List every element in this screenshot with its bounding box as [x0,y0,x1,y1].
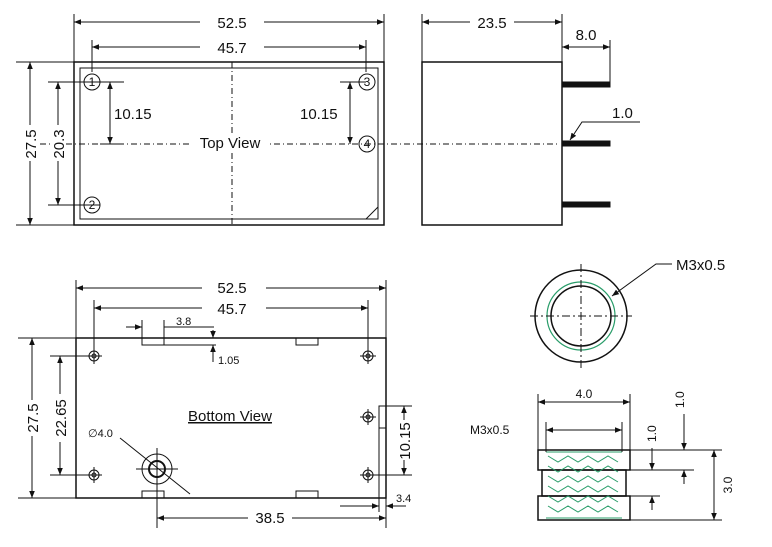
side-dim-pin-length: 8.0 [576,27,597,44]
hole-right-mid-upper [360,409,376,425]
leader-m3-top [611,263,672,297]
side-dim-body-width: 23.5 [477,15,506,32]
insert-dim-width: 4.0 [576,387,593,401]
side-dim-pin-dia: 1.0 [612,105,633,122]
slot-bottom-right [295,490,319,499]
insert-top-view [530,263,672,370]
top-dim-right-pin-offset: 10.15 [300,106,338,123]
insert-side-view [537,394,722,521]
insert-dim-height: 3.0 [721,476,735,493]
bottom-dim-overall-height: 27.5 [25,403,42,432]
top-view-chamfer [365,206,379,220]
top-dim-overall-height: 27.5 [23,129,40,158]
insert-side-text: 4.0 M3x0.5 1.0 1.0 3.0 [470,387,736,498]
insert-flange-top [537,449,631,471]
slot-bottom-left [141,490,165,499]
bottom-dim-slot-depth: 1.05 [218,355,239,367]
bottom-dim-edge-offset: 3.4 [396,493,411,505]
side-pin-top [561,81,611,88]
bottom-dim-hole-dia: ∅4.0 [88,428,113,440]
leader-hole-dia [119,437,191,495]
insert-dim-mid-gap: 1.0 [645,425,659,442]
side-view [421,14,640,226]
pin-1-marker [83,73,101,91]
pin-4-label: 4 [364,137,371,151]
insert-dim-top-gap: 1.0 [673,391,687,408]
insert-top-thread-label: M3x0.5 [676,257,725,274]
slot-top-left [141,337,165,346]
insert-flange-bottom [537,495,631,521]
top-view-title: Top View [200,135,261,152]
slot-right [378,405,387,429]
pin-3-label: 3 [364,75,371,89]
pin-1-label: 1 [89,75,96,89]
bottom-view-title: Bottom View [188,408,272,425]
bottom-view-text: 52.5 45.7 27.5 22.65 10.15 ∅4.0 3.8 1.05… [24,280,414,527]
top-dim-left-pin-offset: 10.15 [114,106,152,123]
top-dim-pin-height: 20.3 [51,129,68,158]
bottom-dim-pin-span: 45.7 [217,301,246,318]
side-pin-bottom [561,201,611,208]
insert-body-mid [541,469,627,497]
insert-thread-pattern [546,451,622,519]
slot-top-right [295,337,319,346]
bottom-dim-overall-width: 52.5 [217,280,246,297]
top-dim-overall-width: 52.5 [217,15,246,32]
top-view [16,14,560,226]
side-view-text: 23.5 8.0 1.0 [470,14,633,122]
pin-2-marker [83,196,101,214]
bottom-dim-right-pin-span: 10.15 [397,422,414,460]
side-pin-mid [561,140,611,147]
pin-3-marker [358,73,376,91]
top-view-text: 52.5 45.7 27.5 20.3 10.15 10.15 Top View… [22,14,371,212]
top-dim-pin-span: 45.7 [217,40,246,57]
pin-2-label: 2 [89,198,96,212]
bottom-dim-hole-to-edge: 38.5 [255,510,284,527]
hole-top-right [360,348,376,364]
bottom-dim-hole-height: 22.65 [53,399,70,437]
bottom-view [18,280,412,528]
pin-4-marker [358,135,376,153]
leader-1-0 [569,121,640,141]
threaded-boss [136,448,178,490]
bottom-dim-slot-width: 3.8 [176,316,191,328]
insert-side-thread-label: M3x0.5 [470,423,510,437]
